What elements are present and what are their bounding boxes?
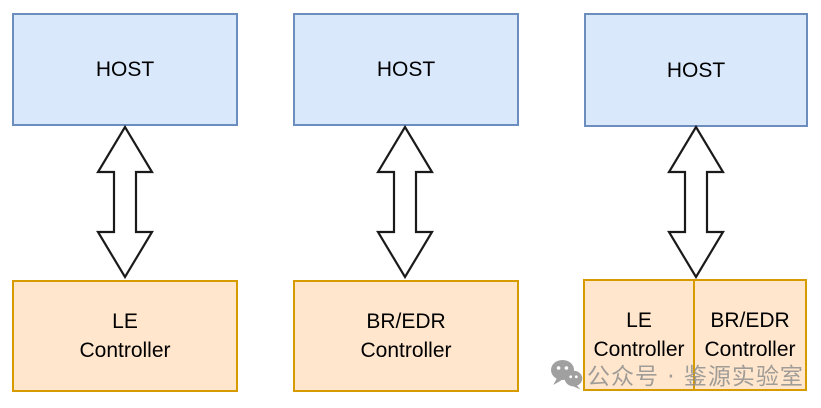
controller-label: BR/EDR Controller: [360, 310, 452, 362]
le-controller-box: LE Controller: [12, 280, 238, 392]
controller-label: BR/EDR Controller: [704, 309, 796, 361]
double-arrow-icon: [376, 125, 434, 279]
controller-label: LE Controller: [593, 309, 685, 361]
controller-label: LE Controller: [79, 310, 171, 362]
bredr-controller-box-dual: BR/EDR Controller: [695, 279, 807, 391]
host-label: HOST: [666, 58, 726, 82]
host-label: HOST: [376, 58, 436, 81]
host-label: HOST: [95, 58, 155, 81]
watermark: 公众号 · 鉴源实验室: [550, 357, 804, 391]
watermark-text: 公众号 · 鉴源实验室: [587, 364, 804, 390]
le-controller-box-dual: LE Controller: [583, 279, 695, 391]
bredr-controller-box: BR/EDR Controller: [293, 280, 519, 392]
host-box-le-config: HOST: [12, 13, 238, 126]
double-arrow-icon: [96, 125, 154, 279]
host-box-dual-config: HOST: [584, 13, 808, 127]
host-box-bredr-config: HOST: [293, 13, 519, 126]
wechat-icon: [551, 359, 583, 389]
double-arrow-icon: [667, 125, 725, 279]
